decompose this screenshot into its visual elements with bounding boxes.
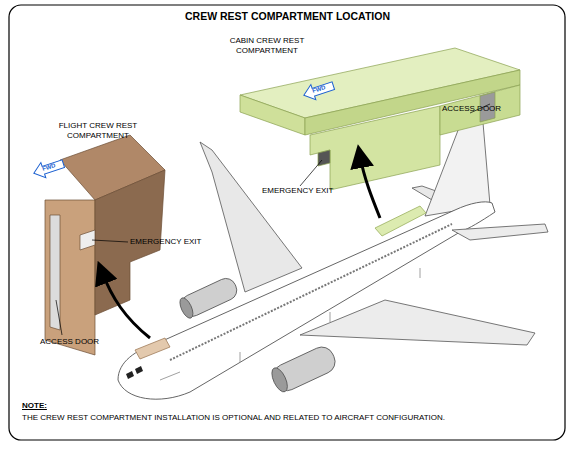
note-text: THE CREW REST COMPARTMENT INSTALLATION I… (22, 413, 562, 423)
far-wing (200, 142, 302, 292)
fwd-arrow (31, 156, 65, 181)
part-label: EMERGENCY EXIT (130, 237, 220, 247)
fuselage (118, 202, 495, 399)
part-label: ACCESS DOOR (40, 337, 120, 347)
part-label: EMERGENCY EXIT (262, 186, 352, 196)
cockpit-window (126, 366, 143, 379)
near-stabilizer (452, 224, 548, 240)
flight-rest-location (135, 338, 170, 359)
leader-line (300, 160, 322, 186)
leader-line (56, 300, 62, 335)
part-label: CABIN CREW REST COMPARTMENT (225, 36, 309, 55)
cabin-crew-compartment (240, 48, 520, 190)
near-wing (300, 300, 535, 345)
fwd-arrow (301, 78, 335, 103)
part-label: FLIGHT CREW REST COMPARTMENT (48, 121, 148, 140)
diagram-title: CREW REST COMPARTMENT LOCATION (0, 12, 575, 22)
frame (9, 5, 565, 440)
callout-arrow (360, 156, 380, 218)
near-engine (269, 343, 339, 395)
note-heading: NOTE: (22, 401, 82, 411)
cabin-rest-location (375, 206, 426, 236)
callout-arrow (102, 272, 150, 338)
leader-line (92, 240, 128, 242)
part-label: ACCESS DOOR (442, 104, 512, 114)
